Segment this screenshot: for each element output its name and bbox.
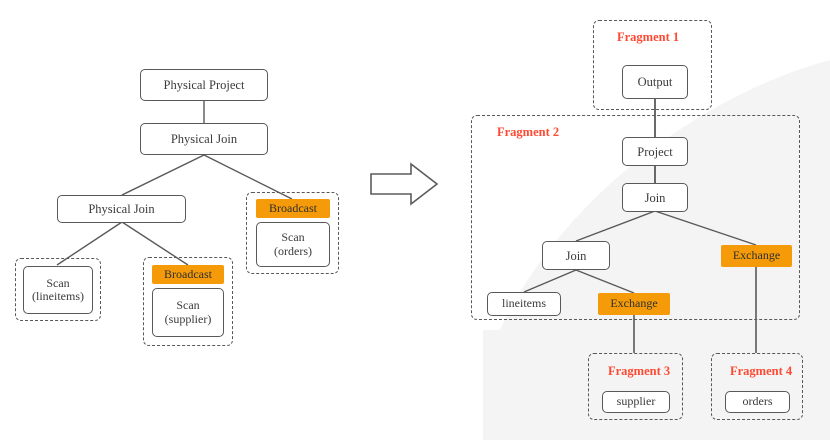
node-join-inner[interactable]: Join <box>542 241 610 270</box>
node-scan-supplier[interactable]: Scan (supplier) <box>152 288 224 337</box>
fragment-4-box <box>711 353 803 420</box>
node-broadcast-orders[interactable]: Broadcast <box>256 199 330 218</box>
node-join-top[interactable]: Join <box>622 183 688 212</box>
edge-inner-join-to-exchange-supplier <box>575 269 635 294</box>
node-physical-join-top[interactable]: Physical Join <box>140 123 268 155</box>
node-scan-lineitems-line2: (lineitems) <box>32 289 84 303</box>
node-scan-supplier-line1: Scan <box>176 298 200 313</box>
fragment-3-label: Fragment 3 <box>608 364 671 378</box>
edge-join-to-inner-join-r <box>575 210 656 242</box>
node-exchange-orders[interactable]: Exchange <box>721 245 792 267</box>
fragment-3-box <box>588 353 683 420</box>
node-lineitems[interactable]: lineitems <box>487 292 561 316</box>
group-broadcast-supplier <box>143 257 233 346</box>
edge-join-to-inner-join <box>121 154 205 196</box>
edge-inner-join-to-lineitems-r <box>523 269 577 293</box>
node-physical-project[interactable]: Physical Project <box>140 69 268 101</box>
node-supplier[interactable]: supplier <box>602 391 670 413</box>
fragment-1-box <box>593 20 712 110</box>
fragment-2-label: Fragment 2 <box>497 125 560 139</box>
node-orders[interactable]: orders <box>725 391 790 413</box>
node-project[interactable]: Project <box>622 137 688 166</box>
node-physical-join-inner[interactable]: Physical Join <box>57 195 186 223</box>
edge-join-to-exchange-orders <box>654 210 757 246</box>
node-broadcast-supplier[interactable]: Broadcast <box>152 265 224 284</box>
node-scan-orders-line2: (orders) <box>274 243 312 258</box>
fragment-1-label: Fragment 1 <box>617 30 680 44</box>
node-scan-supplier-line2: (supplier) <box>164 311 212 326</box>
node-exchange-supplier[interactable]: Exchange <box>598 293 670 315</box>
edge-inner-join-to-lineitems <box>56 221 123 266</box>
transform-arrow <box>370 162 439 206</box>
node-scan-orders-line1: Scan <box>281 230 305 245</box>
group-scan-lineitems <box>15 258 101 321</box>
edge-join-to-broadcast-orders <box>203 154 293 200</box>
group-broadcast-orders <box>246 192 339 274</box>
node-scan-orders[interactable]: Scan (orders) <box>256 222 330 267</box>
node-output[interactable]: Output <box>622 65 688 99</box>
fragment-4-label: Fragment 4 <box>730 364 793 378</box>
fragment-2-box <box>471 115 800 320</box>
node-scan-lineitems[interactable]: Scan (lineitems) <box>23 266 93 314</box>
node-scan-lineitems-line1: Scan <box>46 275 70 290</box>
